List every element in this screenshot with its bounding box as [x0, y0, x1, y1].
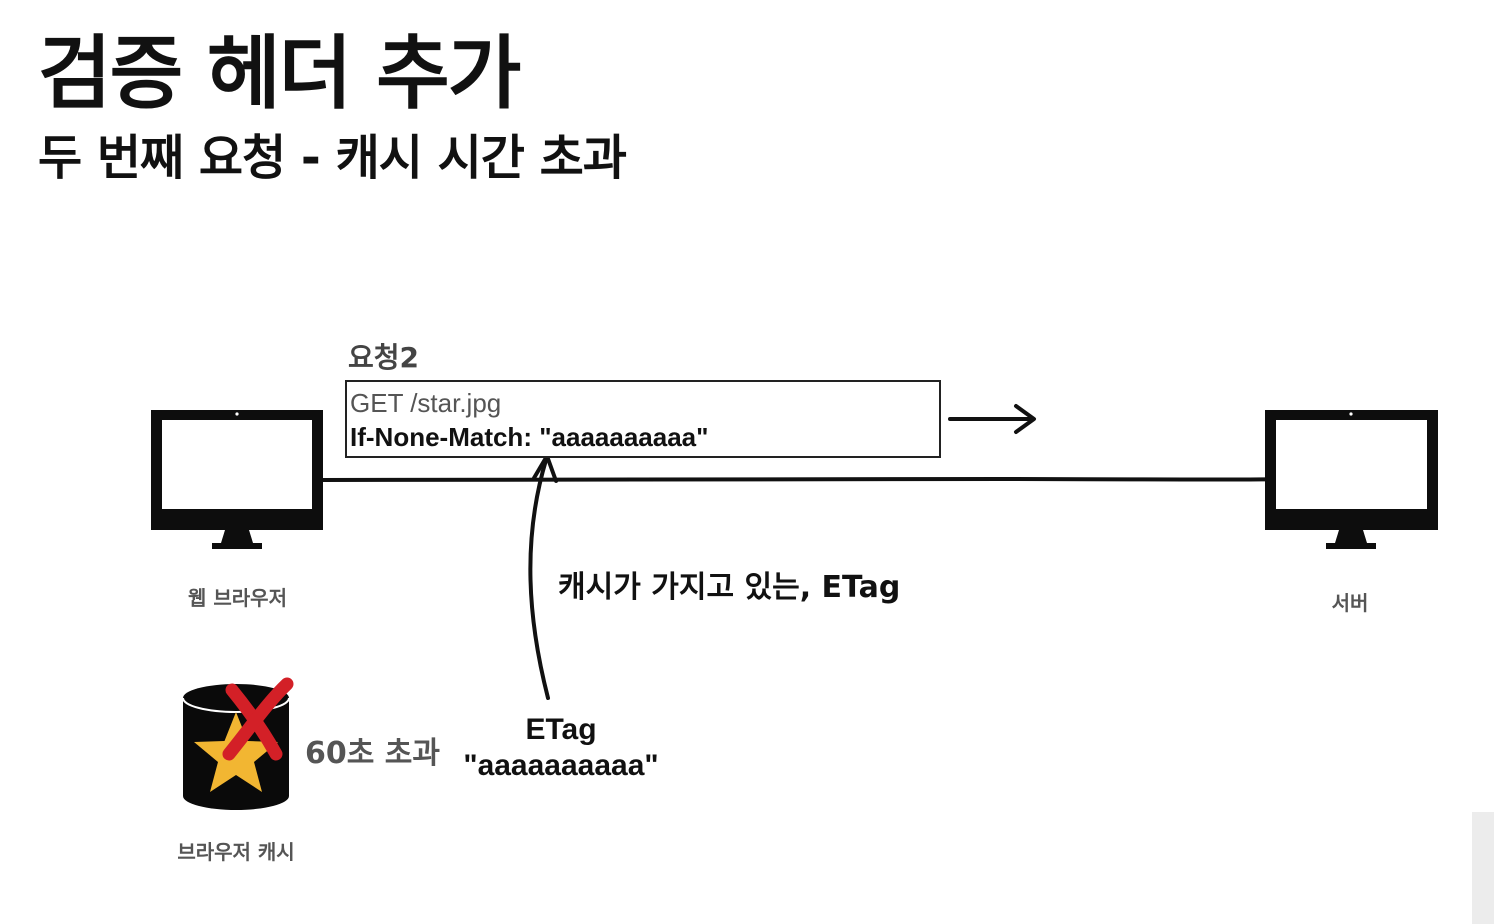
client-monitor-icon: [151, 410, 323, 549]
server-label: 서버: [1331, 591, 1369, 615]
arrow-right-icon: [948, 404, 1036, 434]
request-label: 요청2: [348, 341, 420, 374]
request-box: [345, 380, 941, 458]
etag-block: ETag "aaaaaaaaaa": [455, 712, 667, 784]
etag-name: ETag: [525, 713, 597, 746]
request-line: GET /star.jpg: [350, 388, 502, 418]
page-title: 검증 헤더 추가: [38, 27, 521, 120]
cross-mark-icon: [222, 677, 294, 761]
etag-value: "aaaaaaaaaa": [463, 749, 659, 782]
scrollbar-thumb[interactable]: [1472, 812, 1494, 924]
cache-expired-label: 60초 초과: [305, 736, 440, 771]
curved-arrow-icon: [528, 454, 558, 700]
etag-annotation: 캐시가 가지고 있는, ETag: [558, 570, 901, 605]
cache-label: 브라우저 캐시: [177, 840, 295, 864]
client-label: 웹 브라우저: [188, 586, 287, 610]
if-none-match-header: If-None-Match: "aaaaaaaaaa": [350, 422, 709, 452]
server-monitor-icon: [1265, 410, 1438, 549]
connection-line: [320, 476, 1272, 482]
page-subtitle: 두 번째 요청 - 캐시 시간 초과: [38, 130, 627, 186]
